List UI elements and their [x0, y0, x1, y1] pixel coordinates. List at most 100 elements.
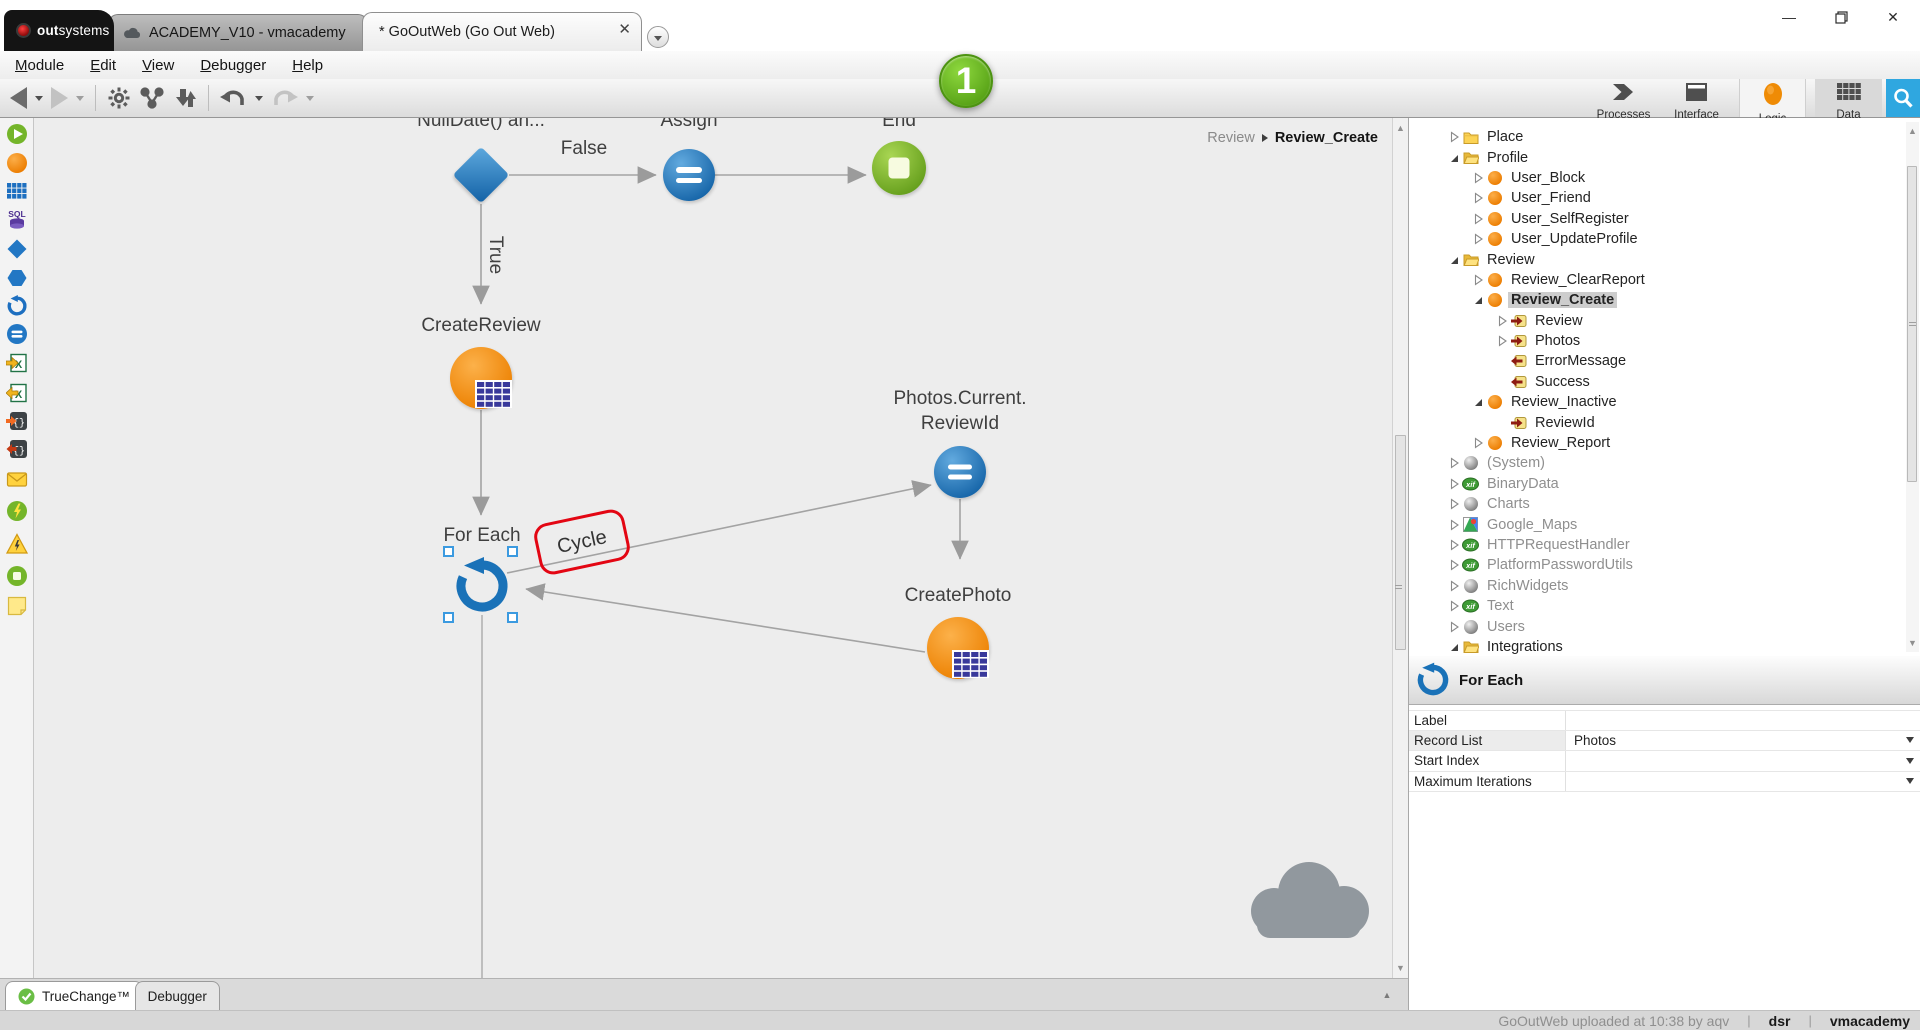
- redo-button[interactable]: [267, 83, 302, 113]
- tab-list-dropdown-button[interactable]: [647, 26, 669, 48]
- expand-panel-button[interactable]: ▲: [1382, 990, 1392, 1000]
- tree-item-richwidgets[interactable]: RichWidgets: [1409, 576, 1920, 596]
- aggregate-tool[interactable]: [5, 179, 28, 202]
- assign-reviewid-label[interactable]: Photos.Current.ReviewId: [893, 388, 1027, 434]
- selection-handle[interactable]: [507, 546, 518, 557]
- switch-tool[interactable]: [5, 266, 28, 289]
- collapse-icon[interactable]: [1446, 641, 1462, 653]
- menu-debugger[interactable]: Debugger: [200, 56, 267, 74]
- dropdown-arrow-icon[interactable]: [1906, 757, 1914, 764]
- tree-item-review[interactable]: Review: [1409, 249, 1920, 269]
- tree-item--system-[interactable]: (System): [1409, 453, 1920, 473]
- expand-icon[interactable]: [1446, 519, 1462, 531]
- breadcrumb-parent[interactable]: Review: [1207, 130, 1255, 146]
- end-node[interactable]: [872, 141, 926, 195]
- for-each-tool[interactable]: [5, 294, 28, 317]
- redo-history-dropdown[interactable]: [306, 95, 314, 101]
- forward-history-dropdown[interactable]: [76, 95, 84, 101]
- bottom-tab-debugger[interactable]: Debugger: [134, 981, 220, 1010]
- tree-item-charts[interactable]: Charts: [1409, 494, 1920, 514]
- search-button[interactable]: [1886, 79, 1920, 117]
- tree-item-google-maps[interactable]: Google_Maps: [1409, 514, 1920, 534]
- dropdown-arrow-icon[interactable]: [1906, 778, 1914, 785]
- outsystems-brand-tab[interactable]: outsystems: [4, 10, 114, 51]
- collapse-icon[interactable]: [1470, 396, 1486, 408]
- expand-icon[interactable]: [1446, 600, 1462, 612]
- assign-node[interactable]: [663, 149, 715, 201]
- status-environment[interactable]: dsr: [1768, 1012, 1791, 1029]
- selection-handle[interactable]: [507, 612, 518, 623]
- status-user[interactable]: vmacademy: [1829, 1012, 1910, 1029]
- tree-item-integrations[interactable]: Integrations: [1409, 637, 1920, 656]
- expand-icon[interactable]: [1446, 621, 1462, 633]
- nav-tab-interface[interactable]: Interface: [1663, 79, 1730, 121]
- scroll-down-button[interactable]: ▼: [1396, 963, 1405, 973]
- tree-item-photos[interactable]: Photos: [1409, 331, 1920, 351]
- minimize-button[interactable]: —: [1782, 9, 1796, 25]
- assign-tool[interactable]: [5, 322, 28, 345]
- close-button[interactable]: ✕: [1887, 8, 1899, 25]
- expand-icon[interactable]: [1446, 498, 1462, 510]
- tree-item-user-friend[interactable]: User_Friend: [1409, 188, 1920, 208]
- module-tab[interactable]: * GoOutWeb (Go Out Web) ✕: [362, 12, 642, 51]
- assign-node-label[interactable]: Assign: [660, 118, 718, 131]
- true-branch-label[interactable]: True: [485, 235, 506, 275]
- tree-item-reviewid[interactable]: ReviewId: [1409, 412, 1920, 432]
- false-branch-label[interactable]: False: [560, 138, 608, 159]
- expand-icon[interactable]: [1494, 315, 1510, 327]
- record-list-to-excel-tool[interactable]: X: [5, 351, 28, 374]
- expand-icon[interactable]: [1470, 192, 1486, 204]
- tree-item-errormessage[interactable]: ErrorMessage: [1409, 351, 1920, 371]
- back-history-dropdown[interactable]: [35, 95, 43, 101]
- comment-tool[interactable]: [5, 594, 28, 617]
- expand-icon[interactable]: [1494, 335, 1510, 347]
- end-tool[interactable]: [5, 564, 28, 587]
- property-value[interactable]: Photos: [1574, 732, 1617, 748]
- scrollbar-thumb[interactable]: [1907, 166, 1917, 482]
- expand-icon[interactable]: [1470, 172, 1486, 184]
- tree-item-user-selfregister[interactable]: User_SelfRegister: [1409, 209, 1920, 229]
- expand-icon[interactable]: [1446, 559, 1462, 571]
- expand-icon[interactable]: [1446, 580, 1462, 592]
- scrollbar-thumb[interactable]: [1395, 435, 1406, 650]
- expand-icon[interactable]: [1470, 274, 1486, 286]
- for-each-node[interactable]: [452, 556, 512, 616]
- run-server-action-tool[interactable]: [5, 151, 28, 174]
- scroll-up-button[interactable]: ▲: [1396, 123, 1405, 133]
- tree-item-place[interactable]: Place: [1409, 127, 1920, 147]
- for-each-label[interactable]: For Each: [443, 525, 521, 546]
- tree-item-users[interactable]: Users: [1409, 616, 1920, 636]
- expand-icon[interactable]: [1446, 539, 1462, 551]
- publish-button[interactable]: [103, 83, 135, 113]
- tree-item-review-create[interactable]: Review_Create: [1409, 290, 1920, 310]
- if-tool[interactable]: [5, 237, 28, 260]
- selection-handle[interactable]: [443, 612, 454, 623]
- json-serialize-tool[interactable]: {}: [5, 409, 28, 432]
- expand-icon[interactable]: [1470, 233, 1486, 245]
- dropdown-arrow-icon[interactable]: [1906, 737, 1914, 744]
- expand-icon[interactable]: [1470, 213, 1486, 225]
- tree-item-user-updateprofile[interactable]: User_UpdateProfile: [1409, 229, 1920, 249]
- raise-exception-tool[interactable]: [5, 532, 28, 555]
- nav-tab-processes[interactable]: Processes: [1590, 79, 1657, 121]
- if-node[interactable]: [452, 146, 510, 204]
- expand-icon[interactable]: [1446, 457, 1462, 469]
- undo-history-dropdown[interactable]: [255, 95, 263, 101]
- json-deserialize-tool[interactable]: {}: [5, 437, 28, 460]
- menu-edit[interactable]: Edit: [90, 56, 117, 74]
- environment-tab[interactable]: ACADEMY_V10 - vmacademy: [108, 14, 368, 51]
- tree-item-review-clearreport[interactable]: Review_ClearReport: [1409, 270, 1920, 290]
- scroll-up-button[interactable]: ▲: [1908, 126, 1917, 136]
- excel-to-record-list-tool[interactable]: X: [5, 381, 28, 404]
- create-photo-node[interactable]: [927, 617, 989, 679]
- forward-button[interactable]: [47, 83, 72, 113]
- tree-item-user-block[interactable]: User_Block: [1409, 168, 1920, 188]
- tree-item-review[interactable]: Review: [1409, 311, 1920, 331]
- selection-handle[interactable]: [443, 546, 454, 557]
- assign-reviewid-node[interactable]: [934, 446, 986, 498]
- tree-item-review-inactive[interactable]: Review_Inactive: [1409, 392, 1920, 412]
- sql-tool[interactable]: SQL: [5, 207, 28, 230]
- collapse-icon[interactable]: [1470, 294, 1486, 306]
